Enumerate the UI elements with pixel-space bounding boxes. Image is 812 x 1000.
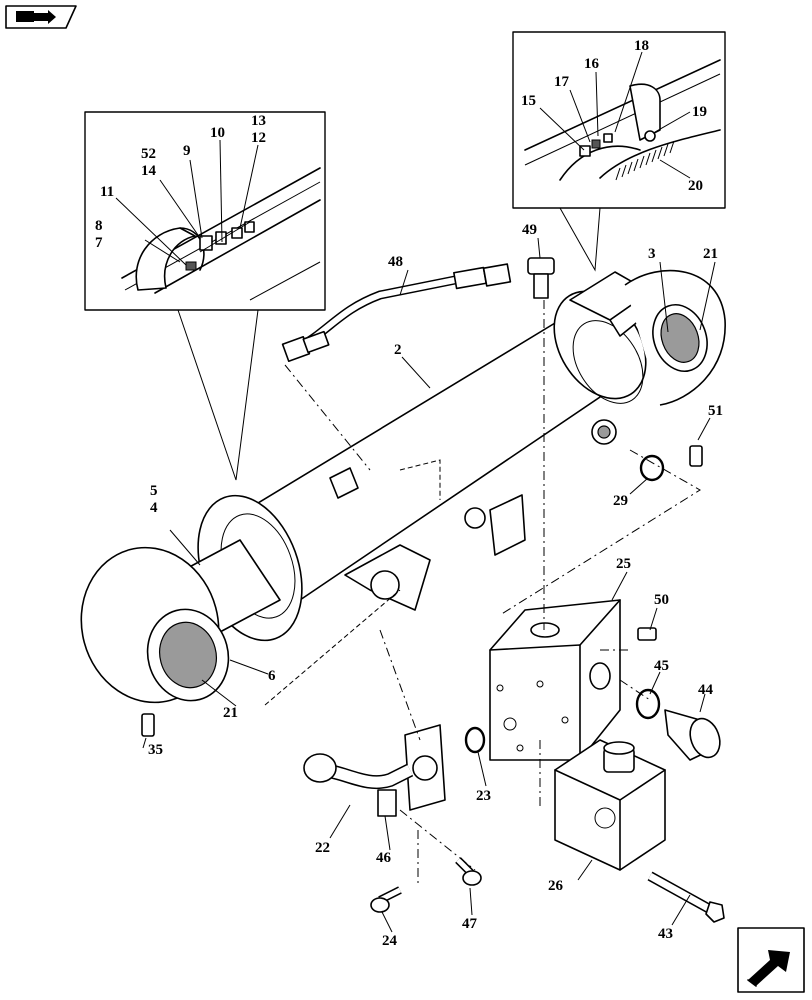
callout-50: 50 (654, 592, 669, 608)
callout-leaders (115, 51, 716, 933)
callout-51: 51 (708, 403, 723, 419)
grease-fittings (141, 445, 703, 737)
callout-6: 6 (268, 668, 276, 684)
callout-5: 5 (150, 483, 158, 499)
callout-25: 25 (616, 556, 631, 572)
callout-20: 20 (688, 178, 703, 194)
callout-17: 17 (554, 74, 570, 90)
callout-10: 10 (210, 125, 225, 141)
detail-box-rod-seals (84, 111, 326, 481)
callout-7: 7 (95, 235, 103, 251)
callout-19: 19 (692, 104, 707, 120)
callout-9: 9 (183, 143, 191, 159)
callout-15: 15 (521, 93, 536, 109)
valve-block-26 (554, 739, 666, 871)
callout-52: 52 (141, 146, 156, 162)
callout-21a: 21 (703, 246, 718, 262)
callout-4: 4 (150, 500, 158, 516)
callout-49: 49 (522, 222, 537, 238)
callout-48: 48 (388, 254, 403, 270)
cylinder-tube (80, 269, 726, 704)
callout-46: 46 (376, 850, 392, 866)
callout-35: 35 (148, 742, 163, 758)
callout-16: 16 (584, 56, 600, 72)
elbow-fitting-49 (527, 257, 555, 299)
callout-14: 14 (141, 163, 157, 179)
plug-44 (664, 709, 721, 761)
callout-labels: 2 3 4 5 6 7 8 9 10 11 12 13 14 15 16 17 … (95, 38, 723, 949)
callout-23: 23 (476, 788, 491, 804)
callout-45: 45 (654, 658, 669, 674)
nav-next-button[interactable] (737, 927, 805, 993)
callout-24: 24 (382, 933, 398, 949)
callout-2: 2 (394, 342, 402, 358)
nav-back-button[interactable] (5, 5, 77, 29)
callout-11: 11 (100, 184, 114, 200)
callout-26: 26 (548, 878, 564, 894)
callout-21b: 21 (223, 705, 238, 721)
callout-43: 43 (658, 926, 673, 942)
detail-box-head-end (512, 31, 726, 272)
callout-13: 13 (251, 113, 266, 129)
callout-29: 29 (613, 493, 628, 509)
o-rings (464, 454, 665, 754)
callout-44: 44 (698, 682, 714, 698)
book-arrow-icon (16, 10, 56, 24)
phantom-lines (264, 300, 701, 885)
valve-block-25 (489, 599, 621, 761)
callout-8: 8 (95, 218, 103, 234)
hose-assembly (281, 263, 512, 363)
bolts (370, 789, 725, 923)
callout-3: 3 (648, 246, 656, 262)
flange-22 (303, 724, 446, 811)
callout-22: 22 (315, 840, 330, 856)
callout-47: 47 (462, 916, 478, 932)
callout-12: 12 (251, 130, 266, 146)
arrow-next-icon (747, 950, 790, 987)
callout-18: 18 (634, 38, 649, 54)
